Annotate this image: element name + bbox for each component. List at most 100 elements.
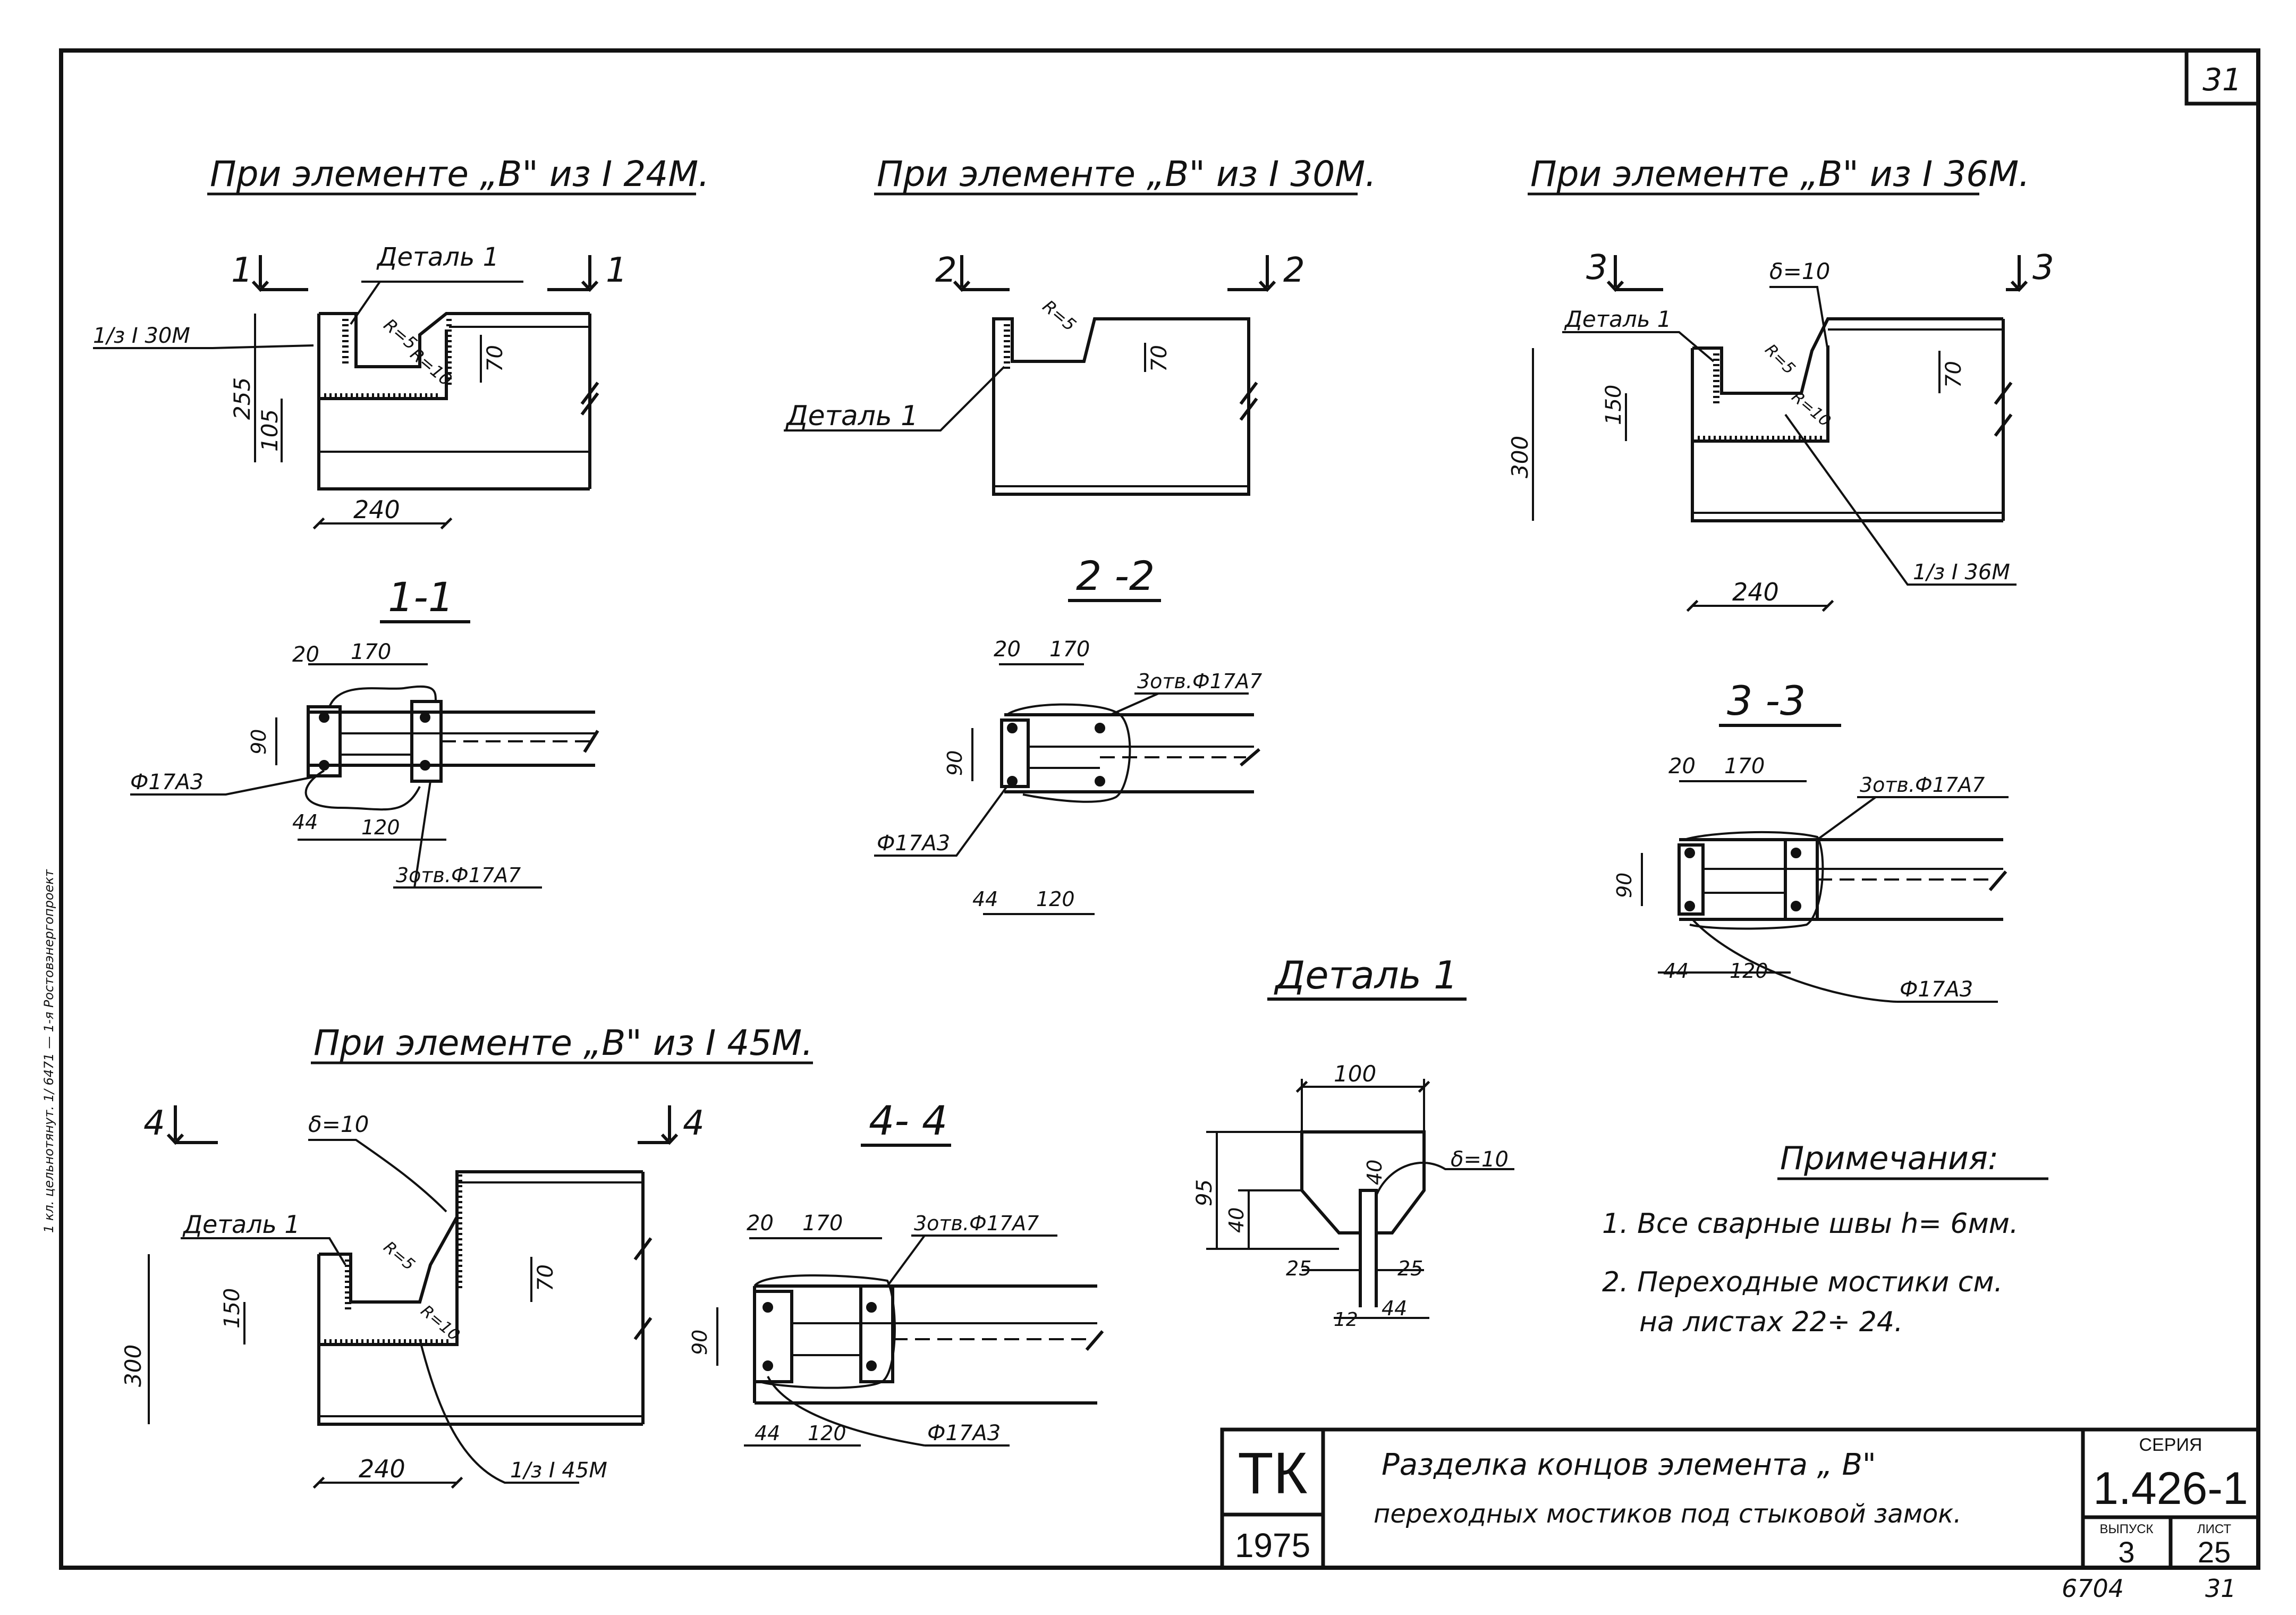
- section-title-2-2: 2 -2: [1076, 552, 1155, 599]
- dim-120-s22: 120: [1036, 887, 1075, 911]
- section-2-2: 2 -2 20 170 90 44 120 3отв.Ф17А7 Ф17А3: [874, 552, 1262, 915]
- dim-25-detail-left: 25: [1286, 1257, 1311, 1280]
- dim-170-s11: 170: [351, 640, 391, 664]
- cut-mark-4-left: 4: [143, 1104, 165, 1143]
- sheet-number-box: 31: [2184, 48, 2260, 106]
- sheet-in-series: 25: [2198, 1535, 2231, 1569]
- sheet-number: 31: [2202, 62, 2242, 98]
- label-el-i30-v1: 1/з I 30М: [93, 324, 190, 348]
- title-i45m: При элементе „В" из I 45М.: [314, 1022, 813, 1063]
- label-detail1-v1: Деталь 1: [376, 242, 499, 272]
- dim-44-s33: 44: [1663, 959, 1689, 983]
- title-i30m: При элементе „В" из I 30М.: [877, 154, 1376, 195]
- dim-44-detail: 44: [1382, 1297, 1407, 1320]
- dim-170-s22: 170: [1049, 637, 1090, 662]
- dim-300-v4: 300: [120, 1345, 146, 1387]
- dim-20-s33: 20: [1668, 754, 1696, 779]
- section-3-3: 3 -3 20 170 90 44 120 3отв.Ф17А7 Ф17А3: [1613, 677, 2009, 1003]
- cut-mark-2-right: 2: [1283, 251, 1305, 290]
- issue-number: 3: [2118, 1535, 2134, 1569]
- dim-44-s44: 44: [755, 1422, 780, 1445]
- dim-70-v2: 70: [1147, 345, 1172, 372]
- cut-mark-4-right: 4: [683, 1104, 705, 1143]
- issue-label: ВЫПУСК: [2099, 1522, 2153, 1536]
- dim-90-s44: 90: [688, 1330, 711, 1355]
- org-mark: ТК: [1238, 1441, 1307, 1506]
- label-phi17-s44: Ф17А3: [927, 1421, 1001, 1445]
- series-label: СЕРИЯ: [2139, 1435, 2202, 1455]
- label-phi17-s11: Ф17А3: [130, 770, 204, 794]
- dim-150-v3: 150: [1602, 385, 1626, 425]
- dim-44-s11: 44: [292, 810, 318, 834]
- dim-150-v4: 150: [220, 1288, 244, 1329]
- label-phi17-s22: Ф17А3: [877, 831, 950, 856]
- title-block: ТК 1975 Разделка концов элемента „ В" пе…: [1220, 1427, 2260, 1570]
- cut-mark-1-left: 1: [231, 251, 253, 290]
- title-i24m: При элементе „В" из I 24М.: [210, 154, 709, 195]
- section-title-3-3: 3 -3: [1727, 677, 1806, 724]
- detail-1: Деталь 1 100 95 40 40 25 25 12 44 δ=10: [1192, 953, 1514, 1331]
- section-1-1: 1-1 20 170 90 44 120 Ф17А3 3отв.Ф17А7: [130, 573, 599, 889]
- dim-240-v1: 240: [353, 495, 400, 524]
- label-holes-s33: 3отв.Ф17А7: [1860, 773, 1985, 797]
- dim-20-s11: 20: [292, 642, 319, 667]
- label-delta10-v4: δ=10: [308, 1111, 369, 1137]
- footer-code: 6704: [2062, 1574, 2124, 1603]
- dim-70-v4: 70: [533, 1264, 558, 1291]
- view-i24m: При элементе „В" из I 24М. 1 1 240 255 1…: [93, 154, 709, 530]
- label-holes-s44: 3отв.Ф17А7: [914, 1212, 1039, 1235]
- label-el-i36-v3: 1/з I 36М: [1913, 560, 2010, 585]
- dim-40-detail-left: 40: [1225, 1207, 1248, 1233]
- label-phi17-s33: Ф17А3: [1900, 977, 1973, 1002]
- series-number: 1.426-1: [2093, 1463, 2248, 1514]
- view-i30m: При элементе „В" из I 30М. 2 2 70 R=5 Де…: [784, 154, 1376, 496]
- label-detail1-v2: Деталь 1: [785, 400, 918, 432]
- dim-90-s22: 90: [943, 750, 967, 776]
- dim-170-s33: 170: [1724, 754, 1765, 779]
- dim-100-detail: 100: [1334, 1061, 1376, 1087]
- detail-title: Деталь 1: [1274, 953, 1458, 997]
- dim-12-detail: 12: [1334, 1309, 1358, 1331]
- dim-240-v4: 240: [359, 1455, 405, 1483]
- cut-mark-3-right: 3: [2032, 248, 2054, 288]
- dim-170-s44: 170: [802, 1211, 843, 1236]
- dim-240-v3: 240: [1732, 578, 1779, 606]
- dim-40-detail-right: 40: [1363, 1160, 1386, 1185]
- cut-mark-2-left: 2: [935, 251, 957, 290]
- dim-70-v1: 70: [483, 345, 507, 372]
- margin-annotation: 1 кл. цельнотянут. 1/ 6471 — 1-я Ростовэ…: [41, 869, 56, 1233]
- section-4-4: 4- 4 20 170 90 44 120 3отв.Ф17А7 Ф17А3: [688, 1097, 1104, 1447]
- dim-120-s33: 120: [1730, 959, 1768, 983]
- dim-105-v1: 105: [257, 409, 283, 452]
- section-title-1-1: 1-1: [388, 573, 454, 621]
- dim-20-s22: 20: [994, 637, 1021, 662]
- label-el-i45-v4: 1/з I 45М: [510, 1458, 607, 1483]
- label-holes-s22: 3отв.Ф17А7: [1137, 670, 1262, 693]
- footer-page: 31: [2205, 1574, 2236, 1603]
- label-detail1-v4: Деталь 1: [182, 1210, 300, 1239]
- notes-heading: Примечания:: [1780, 1140, 1998, 1177]
- dim-90-s33: 90: [1613, 873, 1636, 898]
- note-2a: 2. Переходные мостики см.: [1602, 1266, 2003, 1298]
- dim-20-s44: 20: [747, 1211, 774, 1236]
- label-detail1-v3: Деталь 1: [1564, 306, 1672, 332]
- note-2b: на листах 22÷ 24.: [1639, 1306, 1903, 1338]
- label-delta10-detail: δ=10: [1451, 1147, 1509, 1172]
- drawing-title-line1: Разделка концов элемента „ В": [1382, 1448, 1876, 1482]
- dim-300-v3: 300: [1507, 436, 1533, 478]
- year: 1975: [1235, 1526, 1310, 1565]
- notes-block: Примечания: 1. Все сварные швы h= 6мм. 2…: [1602, 1140, 2048, 1338]
- dim-90-s11: 90: [247, 729, 270, 755]
- sheet-label: ЛИСТ: [2197, 1522, 2232, 1536]
- label-delta10-v3: δ=10: [1769, 258, 1830, 284]
- dim-95-detail: 95: [1192, 1179, 1217, 1206]
- cut-mark-3-left: 3: [1586, 248, 1608, 288]
- section-title-4-4: 4- 4: [869, 1097, 947, 1144]
- dim-120-s11: 120: [361, 816, 400, 839]
- drawing-title-line2: переходных мостиков под стыковой замок.: [1374, 1499, 1962, 1529]
- dim-255-v1: 255: [229, 377, 255, 420]
- dim-25-detail-right: 25: [1397, 1257, 1423, 1280]
- title-i36m: При элементе „В" из I 36М.: [1530, 154, 2030, 195]
